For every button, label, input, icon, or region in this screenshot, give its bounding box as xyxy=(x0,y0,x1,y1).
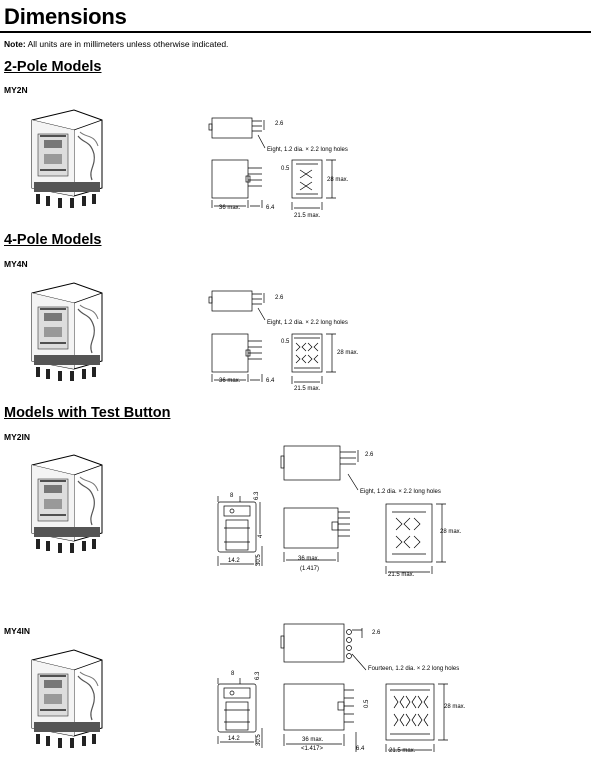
dim-top-my4n: 2.6 xyxy=(275,295,284,301)
units-note: Note: All units are in millimeters unles… xyxy=(4,39,228,49)
pin-len-my4in: 6.4 xyxy=(356,746,365,752)
dim-top-my2n: 2.6 xyxy=(275,121,284,127)
drawing-my4in xyxy=(217,623,448,752)
dim-pin-my2n: 0.5 xyxy=(281,166,290,172)
holes-my4in: Fourteen, 1.2 dia. × 2.2 long holes xyxy=(368,666,459,672)
drawing-my4n xyxy=(208,290,336,384)
height-my2n: 28 max. xyxy=(327,177,349,183)
note-label: Note: xyxy=(4,39,26,49)
drawing-my2n xyxy=(208,117,336,210)
labels-my2n: 2.6 Eight, 1.2 dia. × 2.2 long holes 0.5… xyxy=(219,121,349,219)
dim-142-my2in: 14.2 xyxy=(228,558,240,564)
model-name-my2in: MY2IN xyxy=(4,432,30,442)
dim-pin-my4n: 0.5 xyxy=(281,339,290,345)
model-name-my4n: MY4N xyxy=(4,259,28,269)
dim-305-my4in: 30.5 xyxy=(256,734,262,746)
dim-pin-my4in: 0.5 xyxy=(364,699,370,708)
relay-photo-my4n xyxy=(13,282,115,384)
dim-top-my2in: 2.6 xyxy=(365,452,374,458)
length-my2n: 36 max. xyxy=(219,205,241,211)
width-my2n: 21.5 max. xyxy=(294,213,321,219)
holes-my4n: Eight, 1.2 dia. × 2.2 long holes xyxy=(267,320,348,326)
model-name-my2n: MY2N xyxy=(4,85,28,95)
length-in-my4in: <1.417> xyxy=(301,746,324,752)
labels-my4in: 2.6 Fourteen, 1.2 dia. × 2.2 long holes … xyxy=(228,630,466,754)
section-heading-4-pole: 4-Pole Models xyxy=(4,232,102,248)
width-my4in: 21.5 max. xyxy=(389,748,416,754)
pin-len-my2n: 6.4 xyxy=(266,205,275,211)
labels-my4n: 2.6 Eight, 1.2 dia. × 2.2 long holes 0.5… xyxy=(219,295,359,392)
dim-top-my4in: 2.6 xyxy=(372,630,381,636)
relay-photo-my2in xyxy=(13,454,115,556)
page-title: Dimensions xyxy=(4,4,127,29)
dim-4-my2in: 4 xyxy=(258,534,264,538)
section-heading-test-button: Models with Test Button xyxy=(4,405,171,421)
note-text: All units are in millimeters unless othe… xyxy=(25,39,229,49)
dim-305-my2in: 30.5 xyxy=(256,554,262,566)
height-my4in: 28 max. xyxy=(444,704,466,710)
length-my4n: 36 max. xyxy=(219,378,241,384)
width-my2in: 21.5 max. xyxy=(388,572,415,578)
dim-142-my4in: 14.2 xyxy=(228,736,240,742)
relay-photo-my2n xyxy=(13,109,115,211)
relay-photo-my4in xyxy=(13,649,115,751)
dim-63-my4in: 6.3 xyxy=(255,671,261,680)
width-my4n: 21.5 max. xyxy=(294,386,321,392)
title-rule xyxy=(0,31,591,33)
pin-len-my4n: 6.4 xyxy=(266,378,275,384)
length-in-my2in: (1.417) xyxy=(300,566,319,572)
labels-my2in: 2.6 Eight, 1.2 dia. × 2.2 long holes 8 6… xyxy=(228,452,462,578)
length-my2in: 36 max. xyxy=(298,556,320,562)
dim-8-my2in: 8 xyxy=(230,493,234,499)
holes-my2in: Eight, 1.2 dia. × 2.2 long holes xyxy=(360,489,441,495)
dim-63-my2in: 6.3 xyxy=(254,491,260,500)
dim-8-my4in: 8 xyxy=(231,671,235,677)
height-my4n: 28 max. xyxy=(337,350,359,356)
drawing-my2in xyxy=(217,445,446,574)
height-my2in: 28 max. xyxy=(440,529,462,535)
length-my4in: 36 max. xyxy=(302,737,324,743)
model-name-my4in: MY4IN xyxy=(4,626,30,636)
holes-my2n: Eight, 1.2 dia. × 2.2 long holes xyxy=(267,147,348,153)
section-heading-2-pole: 2-Pole Models xyxy=(4,59,102,75)
